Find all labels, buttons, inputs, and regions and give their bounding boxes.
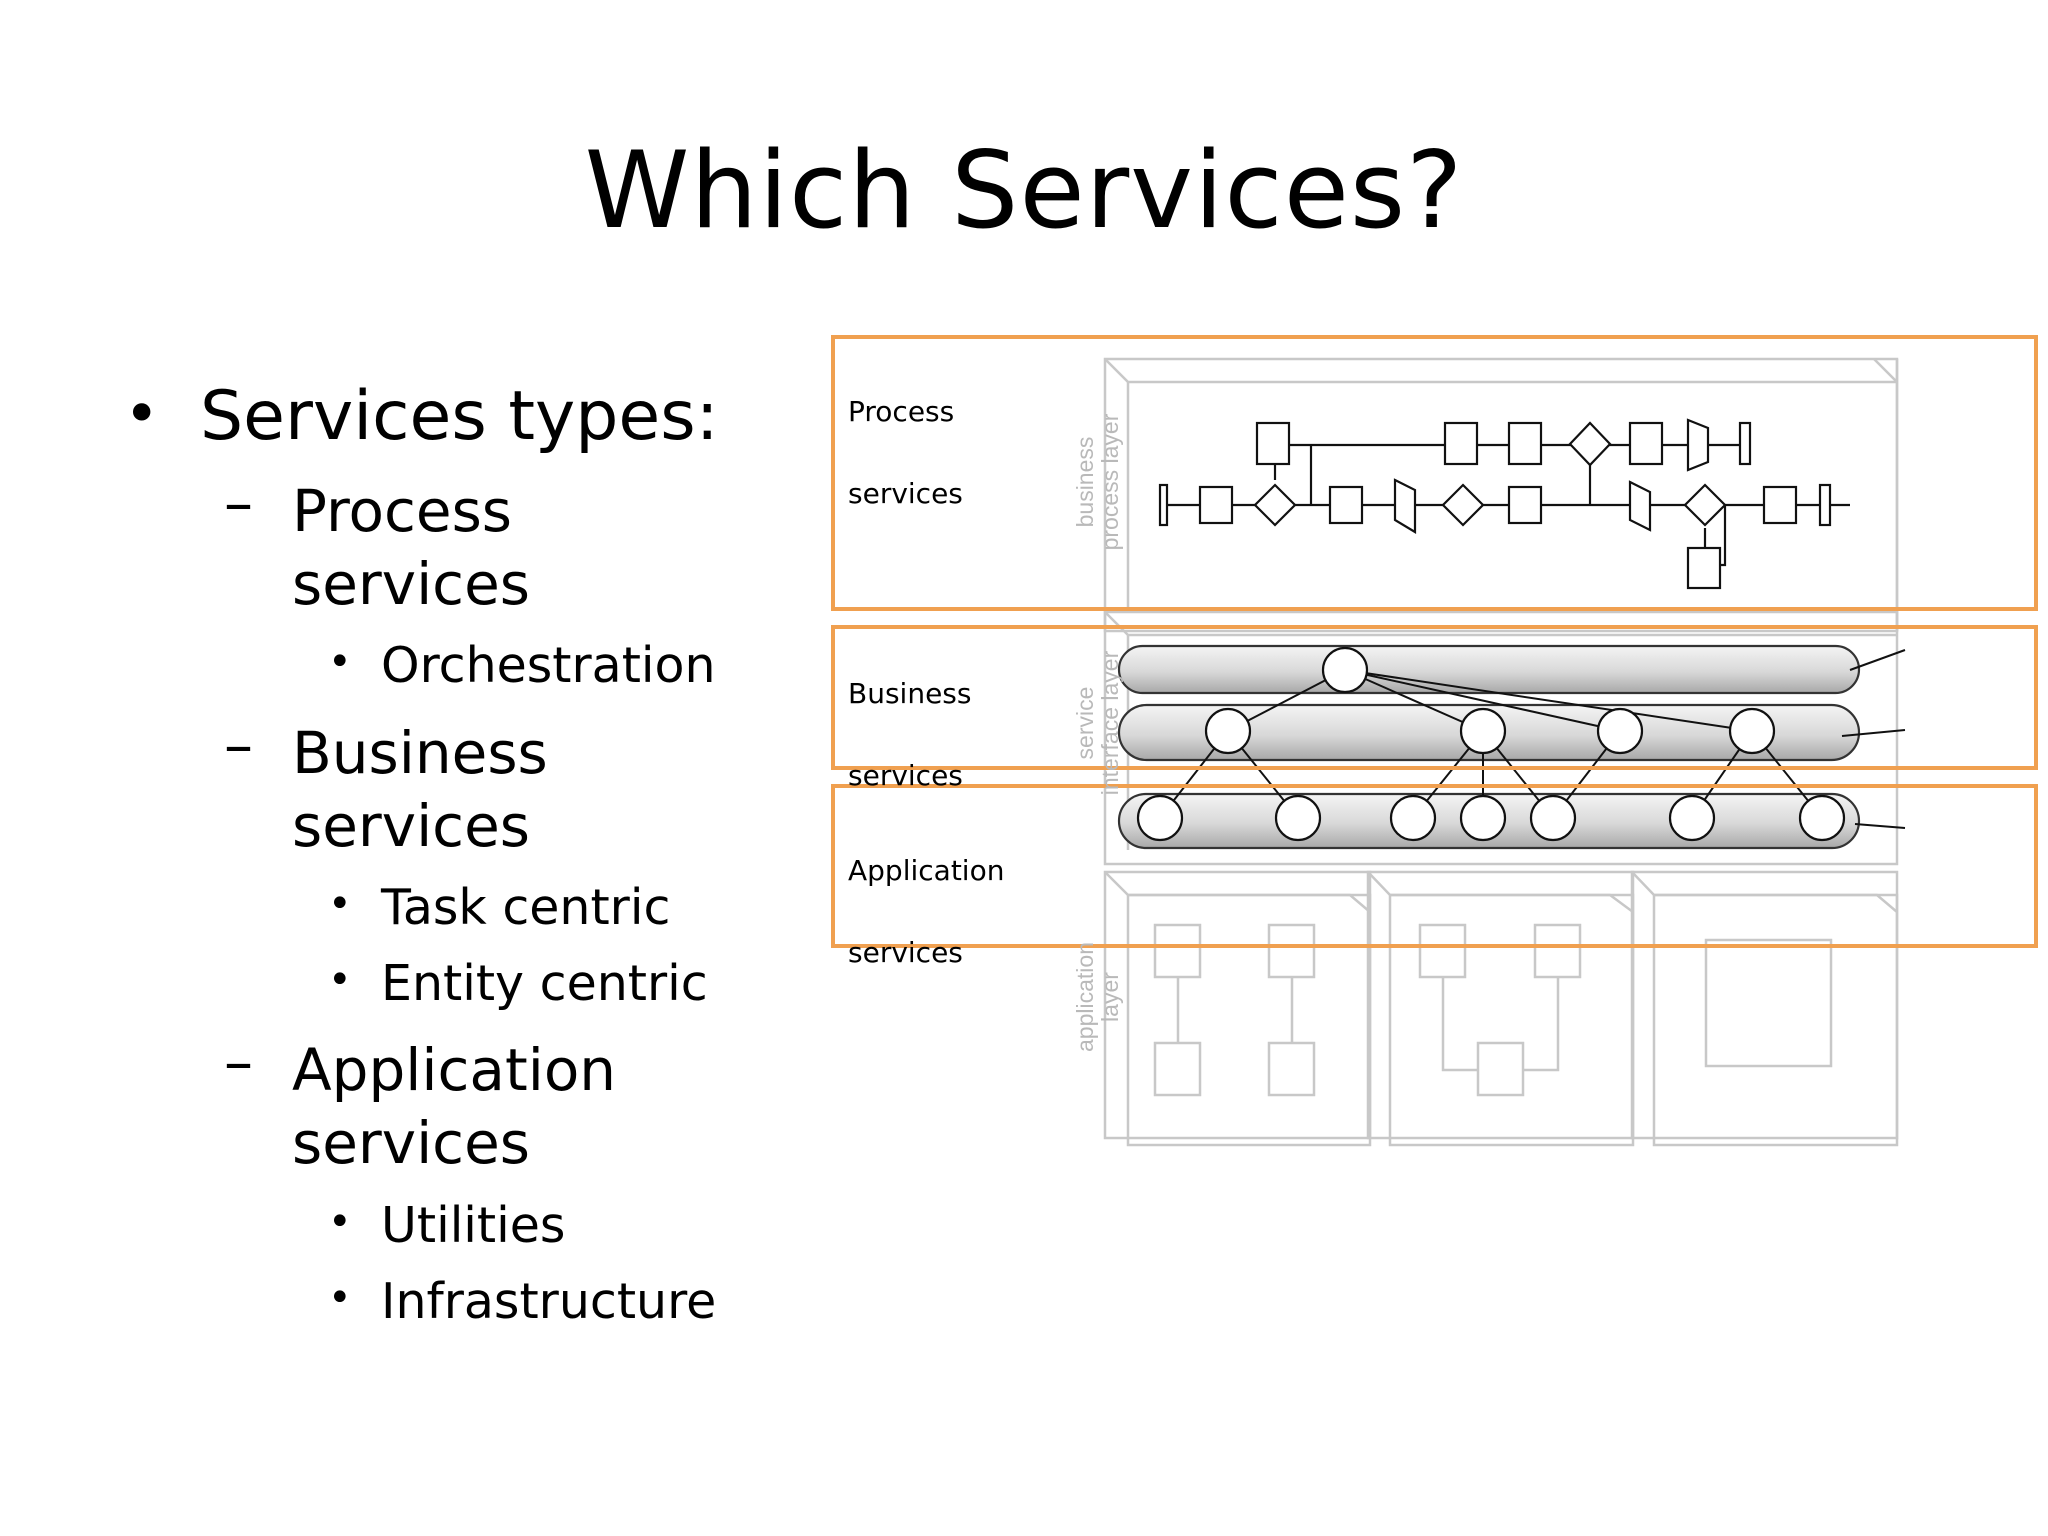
bullet-services-types: Services types:: [200, 377, 719, 456]
application-box-1: [1103, 870, 1372, 1140]
service-interface-layer-label: service interface layer: [1072, 650, 1123, 796]
bullet-process-line1: Process: [292, 477, 513, 545]
bullet-utilities: Utilities: [381, 1197, 566, 1254]
process-event: [1686, 418, 1710, 472]
process-activity: [1198, 485, 1234, 525]
application-service-node: [1136, 794, 1184, 842]
service-nodes: [1136, 646, 1846, 842]
application-service-node: [1459, 794, 1507, 842]
application-service-node: [1274, 794, 1322, 842]
layer-frames: [1103, 357, 1899, 1147]
process-gateway: [1568, 421, 1612, 467]
bullet-dot: •: [328, 881, 352, 927]
process-activity: [1328, 485, 1364, 525]
process-gateway: [1683, 483, 1727, 527]
business-services-label: Business services: [848, 677, 972, 792]
process-gateway: [1253, 483, 1297, 527]
process-flow: [1158, 418, 1850, 590]
bullet-dot: •: [328, 1199, 352, 1245]
business-service-node: [1459, 707, 1507, 755]
process-activity: [1507, 421, 1543, 466]
dash-marker: –: [224, 711, 253, 779]
process-start-bar: [1158, 483, 1169, 527]
business-service-node: [1596, 707, 1644, 755]
process-service-node: [1321, 646, 1369, 694]
process-activity: [1443, 421, 1479, 466]
application-service-node: [1668, 794, 1716, 842]
business-service-node: [1204, 707, 1252, 755]
application-box-2: [1366, 870, 1635, 1140]
frame-bevel: [1104, 358, 1897, 384]
process-end-bar: [1738, 421, 1752, 466]
dash-marker: –: [224, 1028, 253, 1096]
service-interface-layer-frame: [1103, 610, 1899, 866]
process-event: [1393, 478, 1417, 534]
process-activity: [1762, 485, 1798, 525]
business-process-layer-label: business process layer: [1072, 413, 1123, 551]
bullet-infrastructure: Infrastructure: [381, 1273, 717, 1330]
business-service-node: [1728, 707, 1776, 755]
application-services-label: Application services: [848, 854, 1005, 969]
slide-title: Which Services?: [584, 129, 1464, 252]
business-process-pill: [1117, 644, 1861, 695]
application-services-highlight: [831, 784, 2038, 948]
process-services-label: Process services: [848, 395, 963, 510]
process-activity: [1628, 421, 1664, 466]
bullet-task-centric: Task centric: [381, 879, 671, 936]
process-services-highlight: [831, 335, 2038, 611]
business-services-highlight: [831, 625, 2038, 770]
bullet-orchestration: Orchestration: [381, 637, 716, 694]
process-gateway: [1441, 483, 1485, 527]
bullet-application-line1: Application: [292, 1036, 617, 1104]
process-activity: [1686, 546, 1722, 590]
application-box-3: [1630, 870, 1899, 1140]
application-service-node: [1529, 794, 1577, 842]
bullet-dot: •: [328, 957, 352, 1003]
bullet-dot: •: [124, 379, 160, 449]
bullet-entity-centric: Entity centric: [381, 955, 708, 1012]
process-end-bar: [1818, 483, 1832, 527]
dash-marker: –: [224, 469, 253, 537]
application-service-node: [1389, 794, 1437, 842]
application-service-node: [1798, 794, 1846, 842]
bullet-process-line2: services: [292, 550, 530, 618]
bullet-application-line2: services: [292, 1109, 530, 1177]
highlight-boxes: [831, 335, 2038, 948]
application-layer-label: application layer: [1072, 942, 1123, 1052]
bullet-business-line2: services: [292, 792, 530, 860]
process-activity: [1255, 421, 1291, 466]
process-activity: [1507, 485, 1543, 525]
process-event: [1628, 480, 1652, 532]
bullet-dot: •: [328, 1275, 352, 1321]
bullet-dot: •: [328, 639, 352, 685]
bullet-business-line1: Business: [292, 719, 548, 787]
